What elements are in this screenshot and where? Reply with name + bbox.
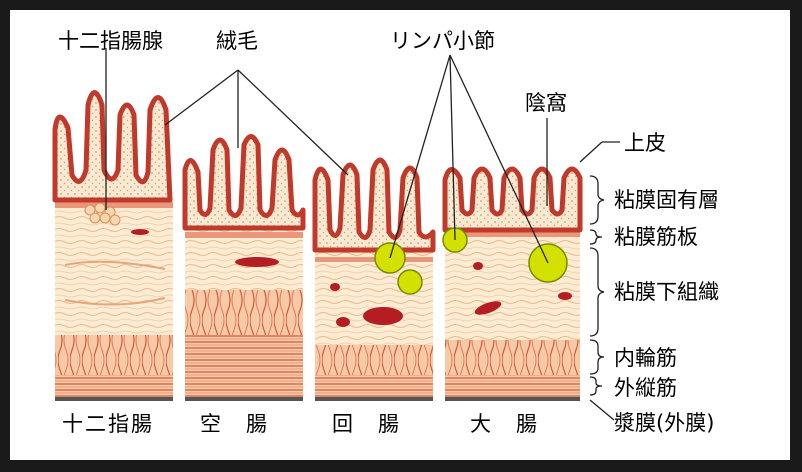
caption-duodenum: 十二指腸 bbox=[62, 412, 154, 436]
label-muscularis-mucosae: 粘膜筋板 bbox=[614, 225, 698, 249]
panel-large-intestine bbox=[442, 166, 583, 401]
label-submucosa: 粘膜下組織 bbox=[614, 280, 719, 304]
caption-large-intestine: 大 腸 bbox=[470, 412, 539, 436]
label-villi: 絨毛 bbox=[216, 29, 258, 53]
label-lamina-propria: 粘膜固有層 bbox=[614, 188, 719, 212]
caption-ileum: 回 腸 bbox=[332, 412, 401, 436]
label-serosa: 漿膜(外膜) bbox=[614, 411, 714, 435]
layer-braces bbox=[589, 175, 615, 421]
label-epithelium: 上皮 bbox=[624, 131, 666, 155]
leader-lines bbox=[105, 48, 620, 264]
lymph-nodule bbox=[397, 269, 423, 295]
intestine-wall-diagram: 十二指腸腺 絨毛 リンパ小節 陰窩 上皮 粘膜固有層 粘膜筋板 粘膜下組織 内輪… bbox=[10, 10, 790, 460]
panel-duodenum bbox=[52, 90, 173, 401]
label-duodenal-gland: 十二指腸腺 bbox=[58, 29, 163, 53]
panel-ileum bbox=[312, 157, 436, 401]
panel-jejunum bbox=[182, 134, 306, 401]
label-crypt: 陰窩 bbox=[525, 91, 567, 115]
caption-jejunum: 空 腸 bbox=[200, 412, 269, 436]
diagram-canvas: 十二指腸腺 絨毛 リンパ小節 陰窩 上皮 粘膜固有層 粘膜筋板 粘膜下組織 内輪… bbox=[52, 29, 719, 436]
label-inner-circular-muscle: 内輪筋 bbox=[614, 346, 677, 370]
duodenal-gland-cluster bbox=[84, 202, 121, 226]
label-lymph-nodule: リンパ小節 bbox=[390, 29, 495, 53]
label-outer-longitudinal-muscle: 外縦筋 bbox=[614, 376, 677, 400]
